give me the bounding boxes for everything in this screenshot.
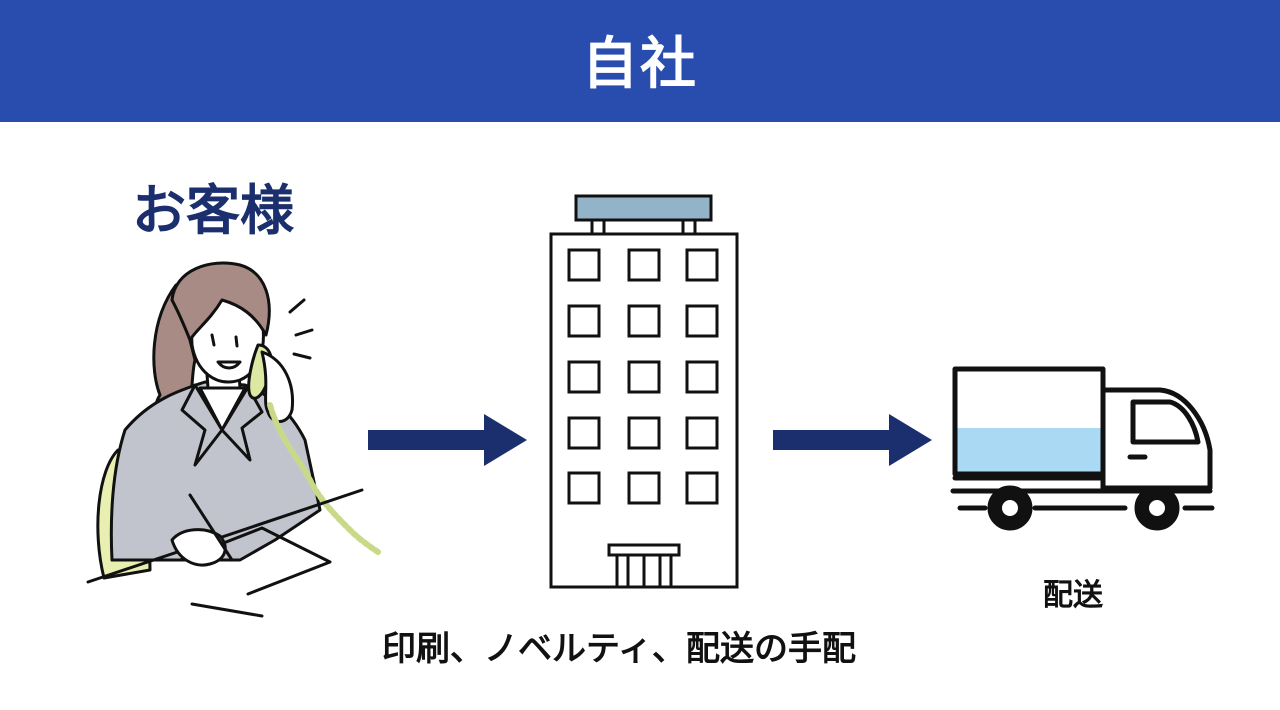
company-title: 自社 (582, 31, 698, 97)
arrow-right-icon (773, 414, 932, 466)
arrow-right-icon (368, 414, 527, 466)
customer-label: お客様 (132, 179, 294, 242)
office-building-icon (549, 194, 739, 589)
header-bar: 自社 (0, 0, 1280, 122)
building-caption: 印刷、ノベルティ、配送の手配 (382, 629, 856, 669)
delivery-truck-icon (950, 366, 1215, 531)
delivery-label: 配送 (1043, 578, 1103, 613)
woman-on-phone-icon (86, 261, 381, 618)
